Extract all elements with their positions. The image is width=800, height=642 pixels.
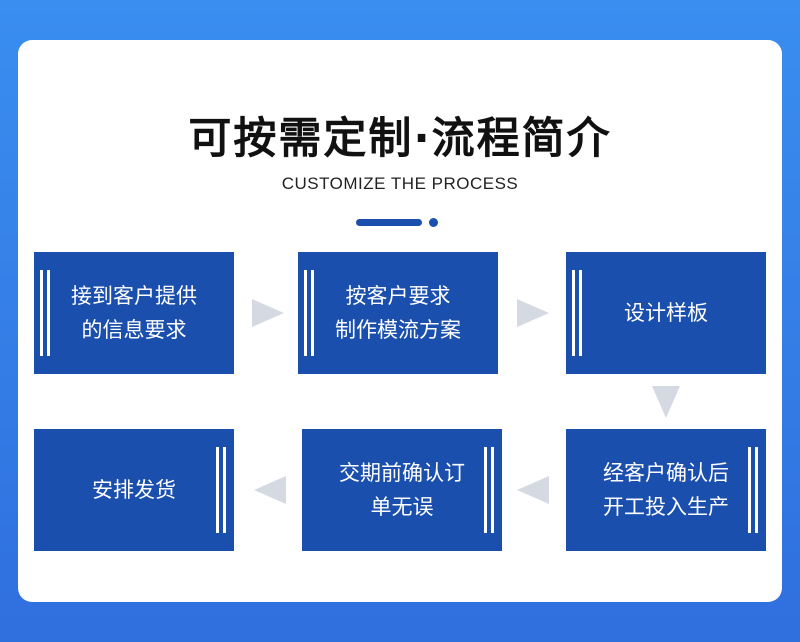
step-2-label: 按客户要求 制作模流方案 <box>335 284 461 342</box>
step-1-box: 接到客户提供 的信息要求 <box>34 252 234 374</box>
step-6-deco-lines <box>216 447 228 533</box>
step-2-deco-lines <box>304 270 316 356</box>
step-4-box: 经客户确认后 开工投入生产 <box>566 429 766 551</box>
step-6-box: 安排发货 <box>34 429 234 551</box>
step-1-label: 接到客户提供 的信息要求 <box>71 284 197 342</box>
step-1-deco-lines <box>40 270 52 356</box>
step-4-label: 经客户确认后 开工投入生产 <box>603 461 729 519</box>
title-underline-bar <box>356 219 422 226</box>
arrow-left-icon <box>517 476 549 504</box>
step-3-deco-lines <box>572 270 584 356</box>
step-5-deco-lines <box>484 447 496 533</box>
step-5-label: 交期前确认订 单无误 <box>339 461 465 519</box>
step-3-label: 设计样板 <box>624 301 708 325</box>
step-3-box: 设计样板 <box>566 252 766 374</box>
step-4-deco-lines <box>748 447 760 533</box>
arrow-right-icon <box>252 299 284 327</box>
arrow-right-icon <box>517 299 549 327</box>
step-5-box: 交期前确认订 单无误 <box>302 429 502 551</box>
arrow-down-icon <box>652 386 680 418</box>
step-2-box: 按客户要求 制作模流方案 <box>298 252 498 374</box>
step-6-label: 安排发货 <box>92 478 176 502</box>
title-underline-dot <box>429 218 438 227</box>
arrow-left-icon <box>254 476 286 504</box>
page-subtitle: CUSTOMIZE THE PROCESS <box>281 174 519 193</box>
page-title: 可按需定制·流程简介 <box>188 114 612 164</box>
